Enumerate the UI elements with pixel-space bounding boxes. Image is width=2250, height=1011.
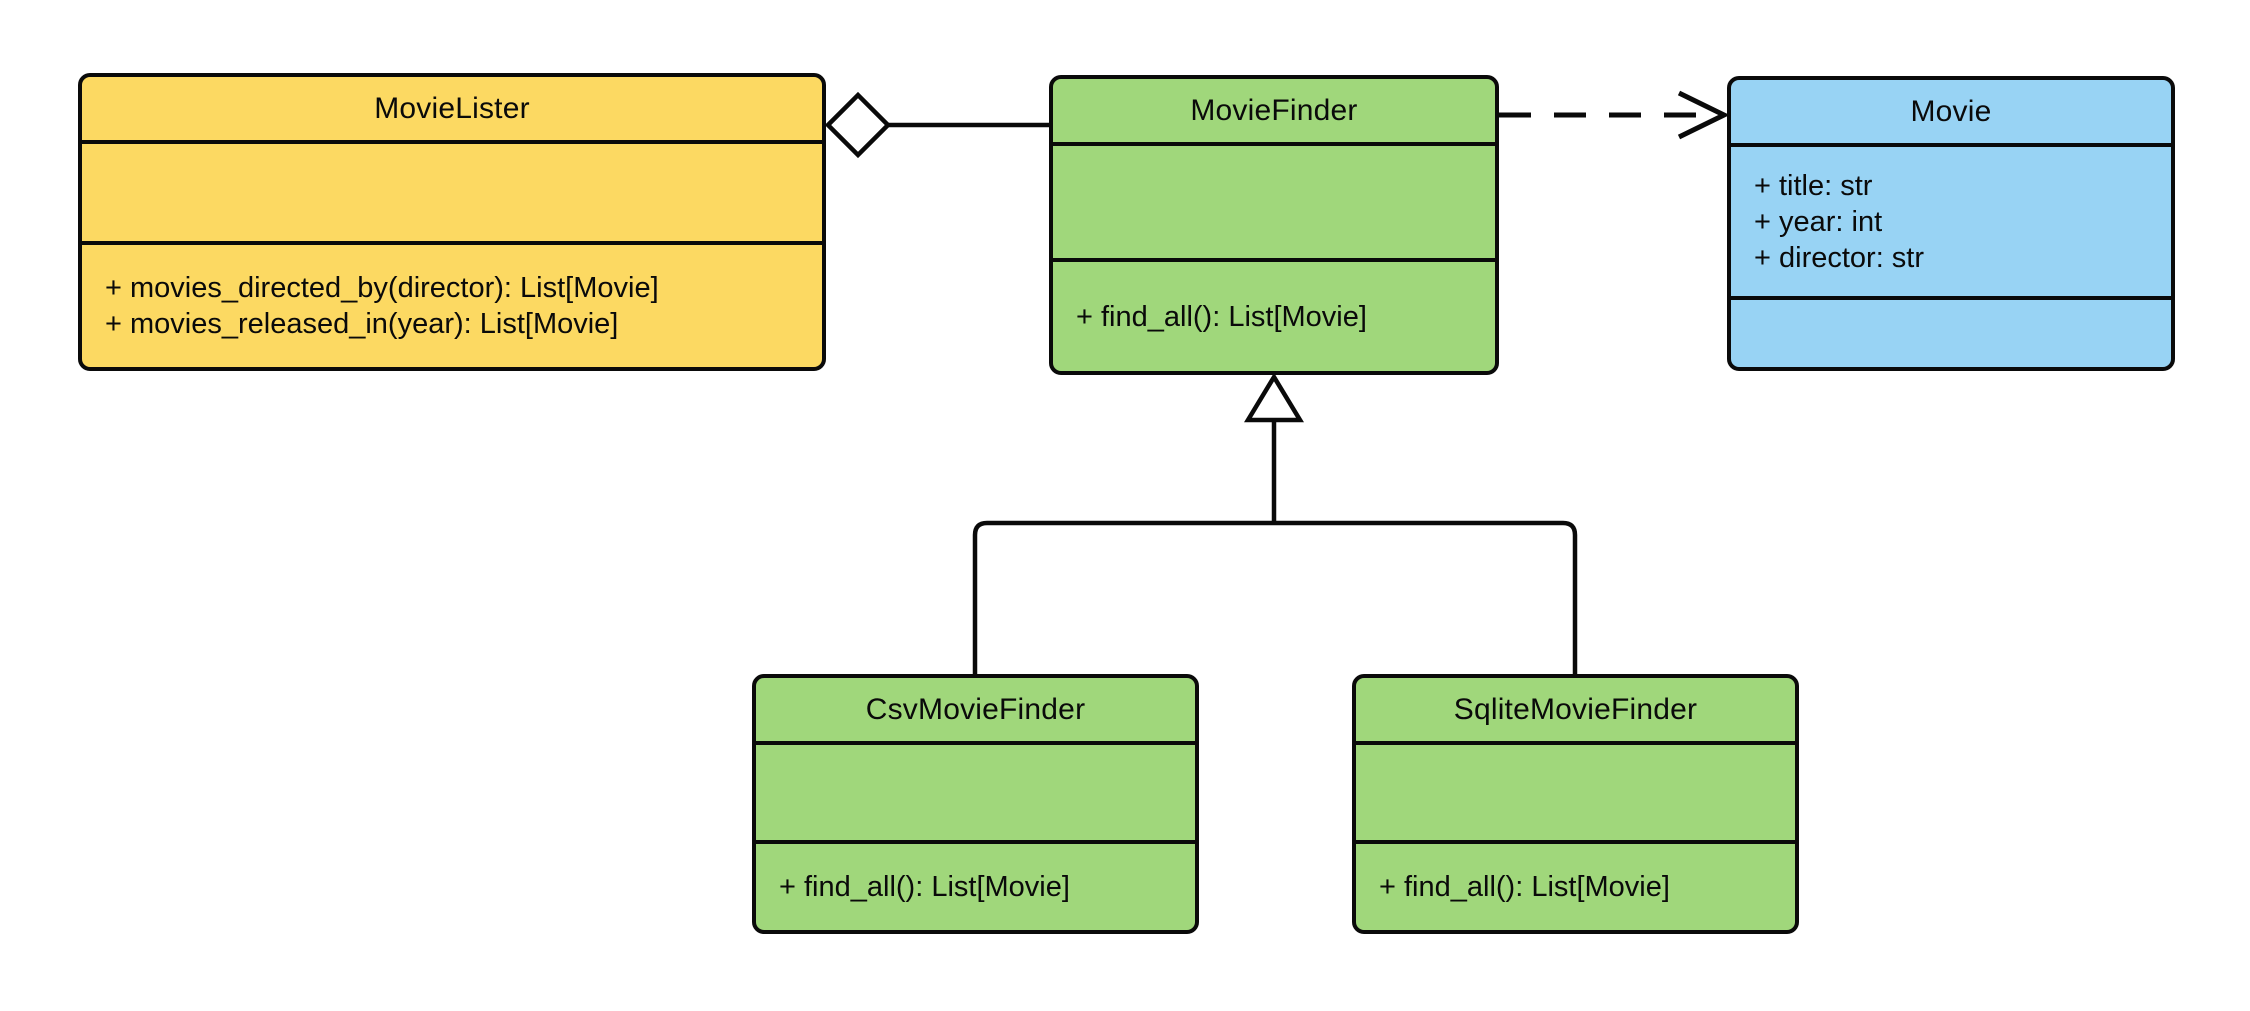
class-movie-attributes-section: + title: str + year: int + director: str xyxy=(1731,143,2171,296)
method-item: + movies_released_in(year): List[Movie] xyxy=(105,308,619,340)
attribute-item: + director: str xyxy=(1754,241,1925,274)
class-csvmoviefinder-attributes-section xyxy=(756,741,1195,840)
class-sqlitemoviefinder-methods-section: + find_all(): List[Movie] xyxy=(1356,840,1795,930)
class-csvmoviefinder: CsvMovieFinder + find_all(): List[Movie] xyxy=(752,674,1199,934)
dependency-arrowhead-icon xyxy=(1677,90,1730,140)
class-movielister: MovieLister + movies_directed_by(directo… xyxy=(78,73,826,371)
method-item: + movies_directed_by(director): List[Mov… xyxy=(105,272,659,304)
dependency-connector xyxy=(1499,90,1730,140)
class-moviefinder-methods-section: + find_all(): List[Movie] xyxy=(1053,258,1495,371)
method-item: + find_all(): List[Movie] xyxy=(1379,871,1670,903)
class-csvmoviefinder-methods-section: + find_all(): List[Movie] xyxy=(756,840,1195,930)
class-sqlitemoviefinder-attributes-section xyxy=(1356,741,1795,840)
class-movie-methods-section xyxy=(1731,296,2171,367)
method-item: + find_all(): List[Movie] xyxy=(779,871,1070,903)
inheritance-branch-line xyxy=(972,520,1578,674)
inheritance-triangle-icon xyxy=(1244,372,1304,423)
class-sqlitemoviefinder: SqliteMovieFinder + find_all(): List[Mov… xyxy=(1352,674,1799,934)
class-moviefinder-attributes-section xyxy=(1053,142,1495,258)
method-item: + find_all(): List[Movie] xyxy=(1076,300,1367,333)
aggregation-diamond-icon xyxy=(824,91,892,159)
aggregation-connector xyxy=(824,91,1049,159)
inheritance-connector xyxy=(972,372,1578,674)
attribute-item: + title: str xyxy=(1754,169,1873,202)
class-moviefinder-title: MovieFinder xyxy=(1190,93,1358,127)
class-moviefinder: MovieFinder + find_all(): List[Movie] xyxy=(1049,75,1499,375)
class-movielister-title: MovieLister xyxy=(374,91,530,125)
class-movielister-attributes-section xyxy=(82,140,822,241)
class-sqlitemoviefinder-title: SqliteMovieFinder xyxy=(1453,692,1698,726)
class-movie-title: Movie xyxy=(1910,94,1992,128)
attribute-item: + year: int xyxy=(1754,205,1883,238)
class-movielister-methods-section: + movies_directed_by(director): List[Mov… xyxy=(82,241,822,367)
class-movie: Movie + title: str + year: int + directo… xyxy=(1727,76,2175,371)
class-csvmoviefinder-title: CsvMovieFinder xyxy=(865,692,1086,726)
